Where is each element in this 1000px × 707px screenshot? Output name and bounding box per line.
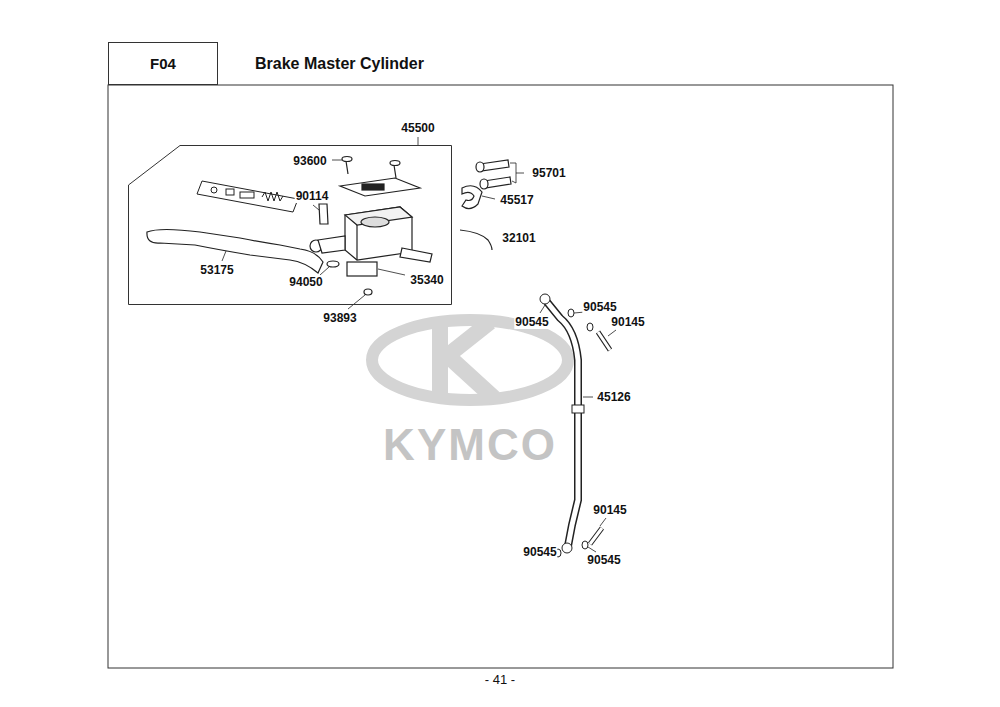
page-frame	[108, 85, 893, 668]
callout-number: 90545	[582, 300, 617, 314]
callout-number: 90545	[522, 545, 557, 559]
section-tab: F04	[108, 42, 218, 85]
callout-number: 93893	[322, 311, 357, 325]
callout-number: 32101	[501, 231, 536, 245]
group-outline-shape	[129, 146, 452, 305]
brake-lever	[147, 230, 323, 274]
master-cylinder-body	[318, 178, 432, 262]
callout-number: 35340	[409, 273, 444, 287]
watermark: KYMCO	[382, 420, 558, 470]
callout-number: 45517	[499, 193, 534, 207]
callout-number: 90145	[592, 503, 627, 517]
screws	[319, 157, 400, 296]
callout-number: 45126	[596, 390, 631, 404]
callout-number: 90545	[514, 315, 549, 329]
callout-number: 95701	[531, 166, 566, 180]
page-number: - 41 -	[484, 673, 516, 687]
callout-number: 90145	[610, 315, 645, 329]
diagram-title: Brake Master Cylinder	[255, 55, 424, 73]
callout-number: 90114	[295, 189, 330, 203]
section-code: F04	[150, 55, 176, 72]
callout-number: 53175	[199, 263, 234, 277]
assembly-number: 45500	[400, 121, 435, 135]
piston-kit	[197, 181, 298, 212]
callout-number: 94050	[288, 275, 323, 289]
callout-number: 93600	[292, 154, 327, 168]
watermark-logo	[372, 320, 568, 400]
leader-lines	[222, 137, 616, 552]
callout-number: 90545	[586, 553, 621, 567]
